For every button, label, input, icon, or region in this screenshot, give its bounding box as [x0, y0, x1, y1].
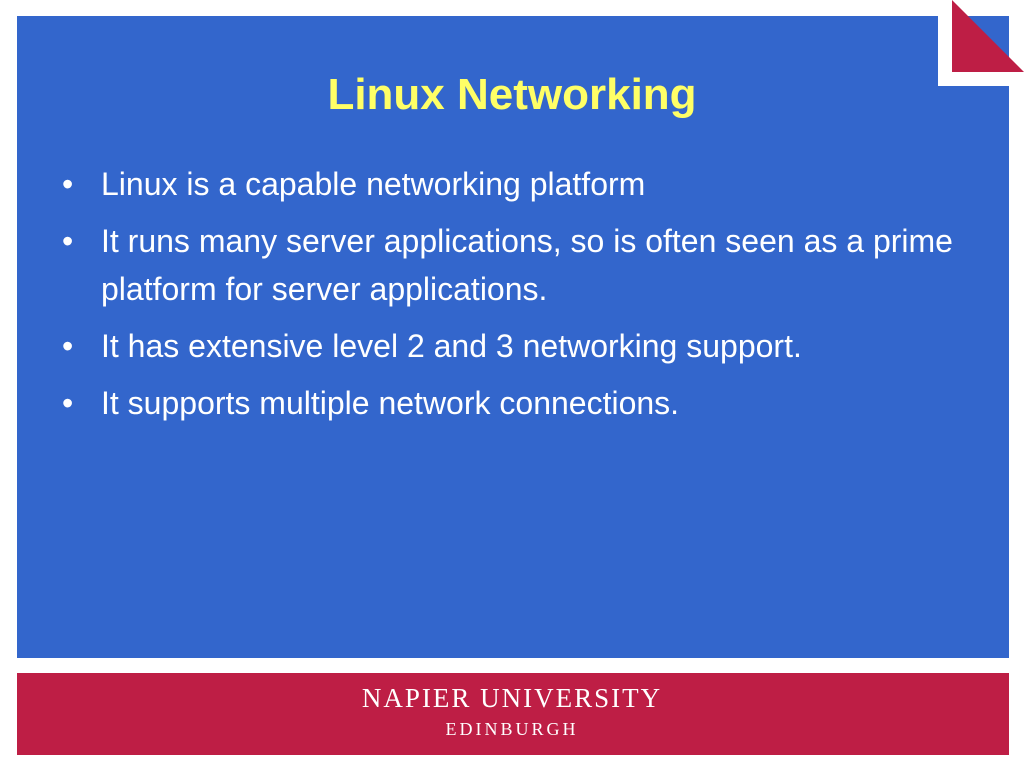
bullet-item: • It has extensive level 2 and 3 network…	[62, 322, 972, 370]
page-corner-fold-icon	[938, 0, 1024, 86]
bullet-list: • Linux is a capable networking platform…	[62, 160, 972, 436]
bullet-item: • It runs many server applications, so i…	[62, 217, 972, 313]
bullet-item: • It supports multiple network connectio…	[62, 379, 972, 427]
bullet-text: It has extensive level 2 and 3 networkin…	[101, 328, 802, 364]
slide-title: Linux Networking	[327, 70, 697, 119]
bullet-text: It supports multiple network connections…	[101, 385, 680, 421]
bullet-dot-icon: •	[62, 223, 74, 259]
university-name: NAPIER UNIVERSITY	[361, 683, 663, 713]
university-city: EDINBURGH	[445, 719, 579, 739]
bullet-dot-icon: •	[62, 385, 74, 421]
bullet-text: It runs many server applications, so is …	[101, 223, 953, 307]
university-footer-band	[17, 673, 1009, 755]
bullet-item: • Linux is a capable networking platform	[62, 160, 972, 208]
bullet-dot-icon: •	[62, 166, 74, 202]
slide-content-panel	[17, 16, 1009, 658]
bullet-dot-icon: •	[62, 328, 74, 364]
bullet-text: Linux is a capable networking platform	[101, 166, 646, 202]
